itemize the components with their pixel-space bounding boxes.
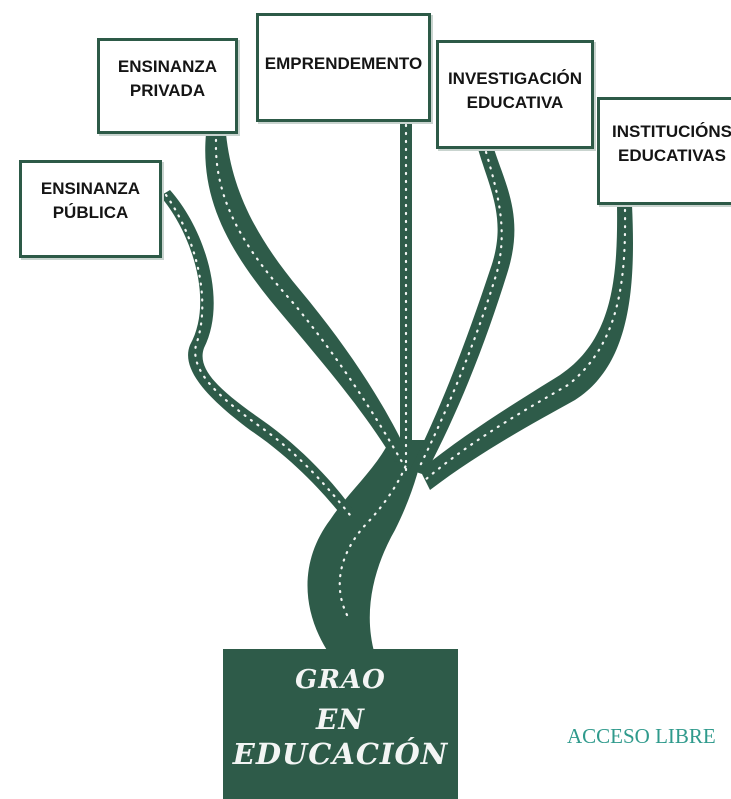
acceso-libre-link[interactable]: ACCESO LIBRE [567, 724, 716, 748]
branch-invest [410, 149, 515, 475]
branch-label-line: EDUCATIVA [466, 93, 564, 112]
branch-box-institucions-educativas: INSTITUCIÓNS EDUCATIVAS [597, 97, 731, 205]
branch-label-line: EMPRENDEMENTO [264, 54, 423, 73]
branch-box-ensinanza-privada: ENSINANZA PRIVADA [97, 38, 238, 134]
branch-label-line: INVESTIGACIÓN [447, 69, 583, 88]
branch-box-emprendemento: EMPRENDEMENTO [256, 13, 431, 122]
branch-privada [205, 134, 410, 462]
trunk-title-box: GRAO EN EDUCACIÓN [223, 649, 458, 799]
branch-box-ensinanza-publica: ENSINANZA PÚBLICA [19, 160, 162, 258]
branch-box-investigacion-educativa: INVESTIGACIÓN EDUCATIVA [436, 40, 594, 149]
trunk-title-line: EN [316, 703, 365, 736]
trunk-title-line: GRAO [295, 665, 386, 695]
trunk-title-line: EDUCACIÓN [232, 737, 449, 771]
branch-label-line: ENSINANZA [40, 179, 141, 198]
branch-label-line: PÚBLICA [52, 203, 129, 222]
tree-trunk [307, 440, 425, 655]
branch-publica [160, 190, 355, 520]
branch-emprende [400, 122, 412, 470]
branch-label-line: ENSINANZA [117, 57, 218, 76]
branch-label-line: EDUCATIVAS [617, 146, 726, 165]
branch-label-line: INSTITUCIÓNS [612, 122, 731, 141]
branch-label-line: PRIVADA [129, 81, 206, 100]
branch-instit [420, 205, 633, 490]
